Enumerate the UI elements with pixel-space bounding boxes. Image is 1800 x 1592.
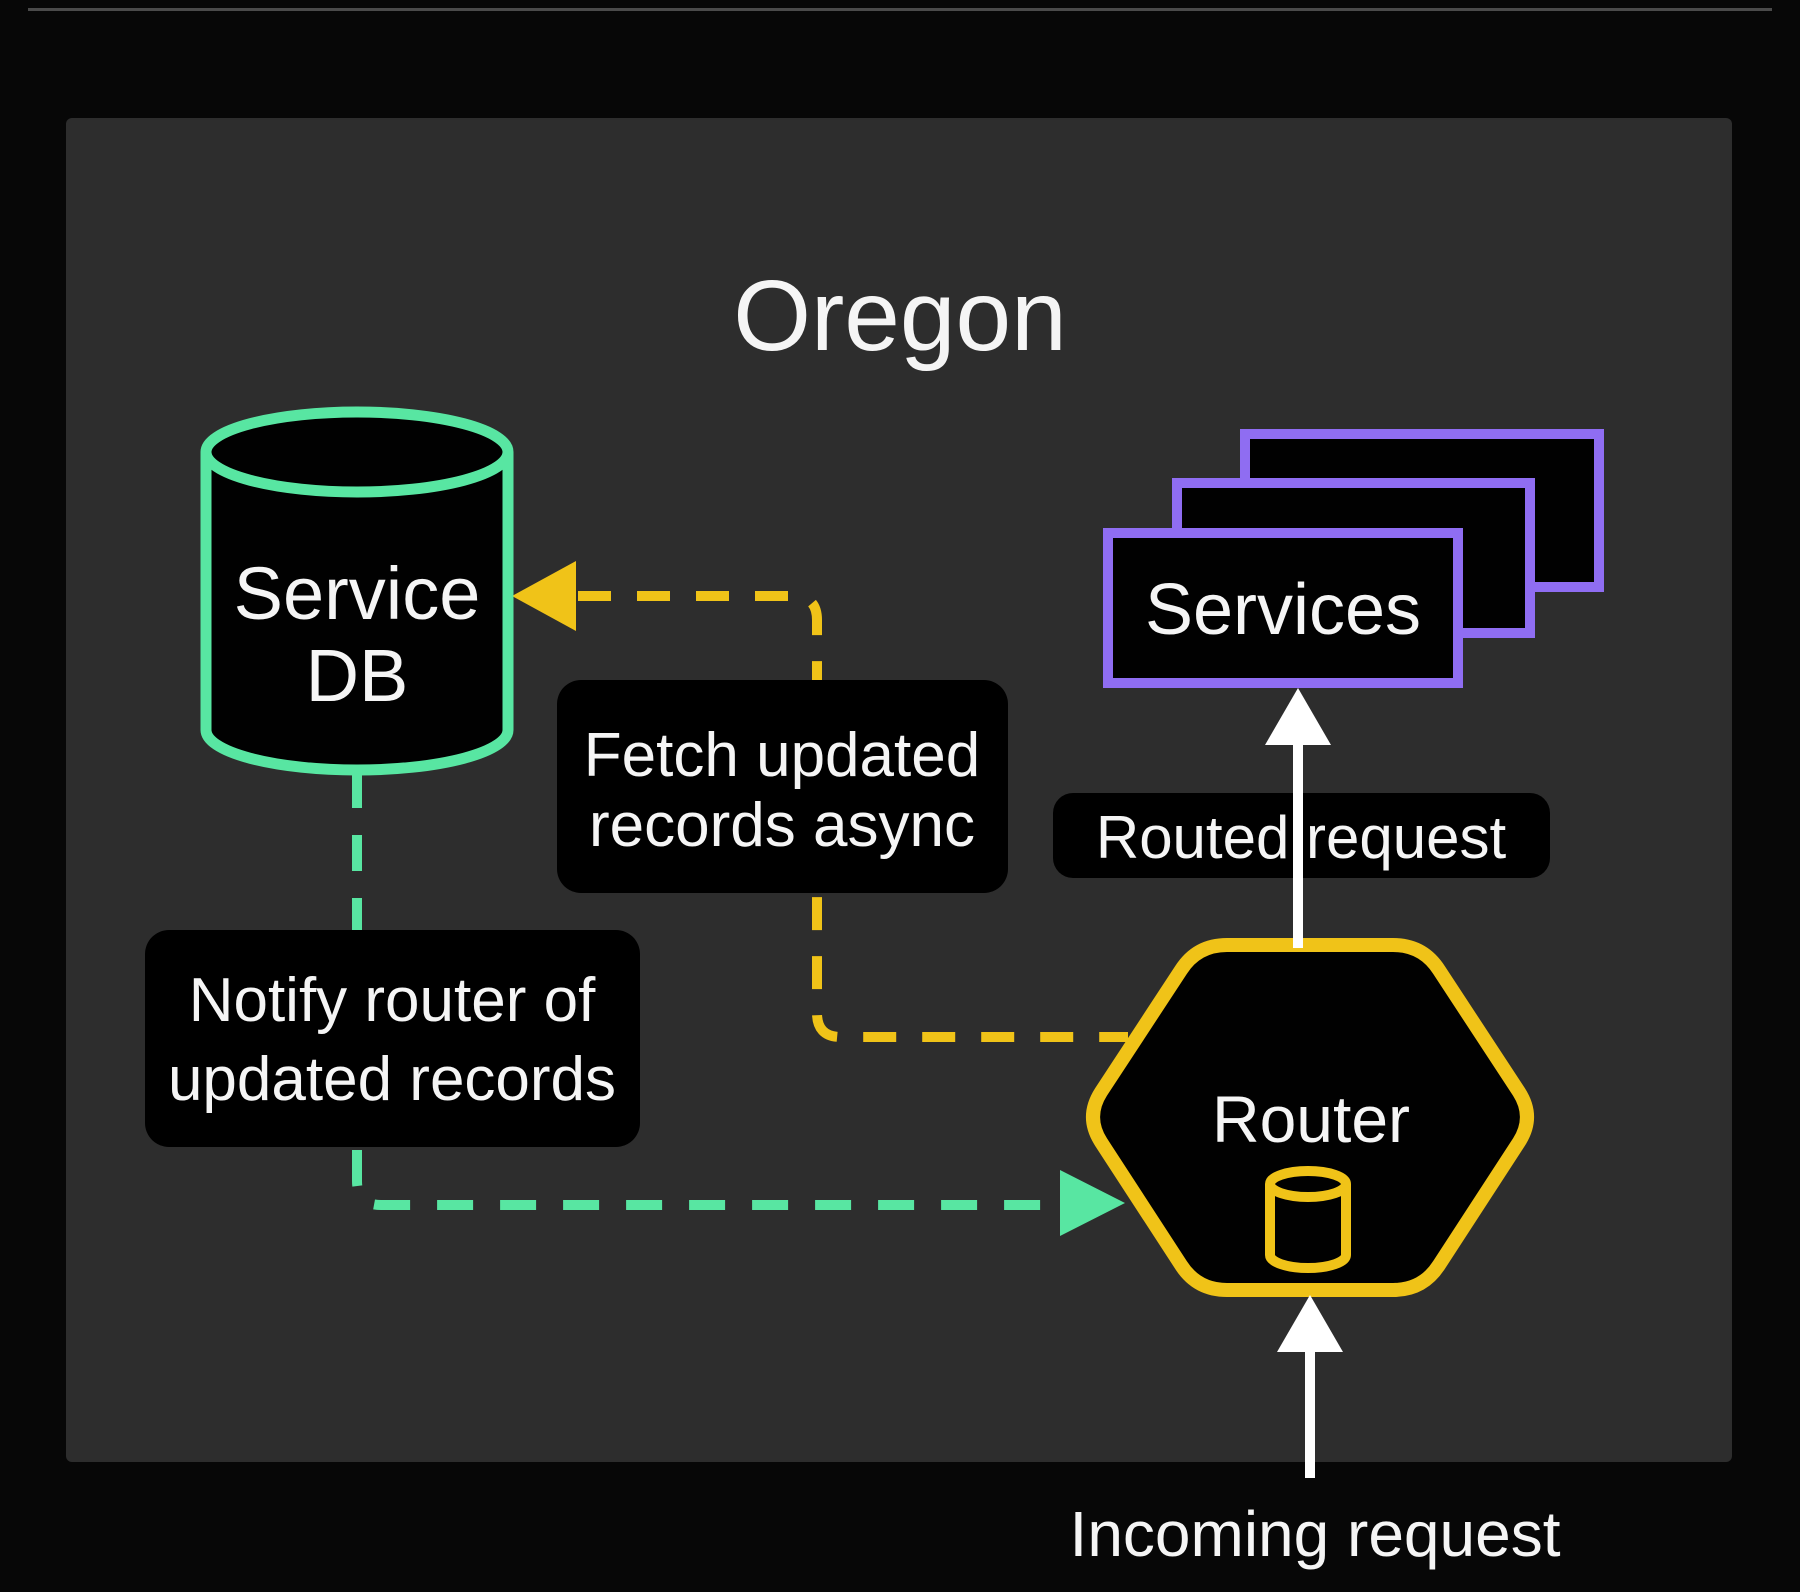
services-node: Services <box>1103 429 1604 688</box>
notify-label-line2: updated records <box>168 1045 616 1114</box>
router-hexagon <box>1086 938 1534 1297</box>
notify-label: Notify router of updated records <box>145 930 640 1147</box>
services-label: Services <box>1145 570 1421 650</box>
service-db-cylinder-top <box>200 406 514 498</box>
fetch-flow-arrowhead <box>512 561 576 631</box>
notify-label-box <box>145 930 640 1147</box>
fetch-label-line1: Fetch updated <box>584 721 980 790</box>
routed-arrow-head <box>1265 688 1331 745</box>
service-db-label-line2: DB <box>306 634 409 717</box>
incoming-arrow-head <box>1277 1295 1343 1352</box>
notify-flow-path <box>352 772 1052 1210</box>
service-db-label-line1: Service <box>234 552 481 635</box>
services-box-front <box>1103 528 1463 688</box>
fetch-label-box <box>557 680 1008 893</box>
router-label: Router <box>1212 1082 1410 1156</box>
fetch-label: Fetch updated records async <box>557 680 1008 893</box>
router-db-icon-top <box>1265 1166 1351 1202</box>
fetch-label-line2: records async <box>589 791 975 860</box>
notify-flow-arrowhead <box>1060 1170 1125 1236</box>
fetch-flow-path <box>578 591 1128 1042</box>
service-db-cylinder-body <box>200 452 514 776</box>
service-db-node: Service DB <box>200 406 514 776</box>
window-top-edge <box>28 8 1772 11</box>
router-db-icon <box>1265 1184 1351 1273</box>
region-title: Oregon <box>733 260 1067 372</box>
notify-label-line1: Notify router of <box>189 966 596 1035</box>
incoming-request-label: Incoming request <box>1070 1498 1561 1570</box>
router-node: Router <box>1086 938 1534 1297</box>
